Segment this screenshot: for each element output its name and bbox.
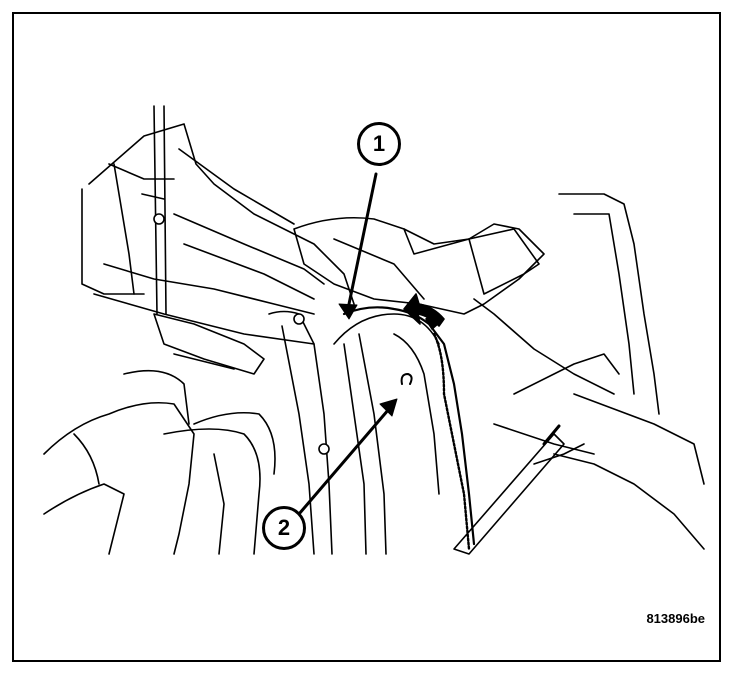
callout-1: 1 (357, 122, 401, 166)
callout-2-leader (297, 398, 398, 516)
seat-side-rail (153, 310, 333, 555)
callout-2: 2 (262, 506, 306, 550)
trim-tool (453, 424, 565, 555)
rotation-arrow (403, 293, 445, 330)
seat-back (333, 306, 476, 555)
callout-2-number: 2 (277, 515, 291, 540)
figure-id: 813896be (646, 611, 705, 626)
pillar-trim-panel (81, 105, 355, 345)
headrest (293, 216, 545, 315)
right-seat-frame (473, 193, 705, 550)
callout-1-leader (338, 172, 378, 320)
diagram-frame: 1 2 813896be (12, 12, 721, 662)
callout-1-number: 1 (372, 131, 386, 156)
retainer-hook (400, 373, 413, 385)
seat-trim-illustration (43, 105, 705, 555)
seat-cushion (43, 369, 276, 555)
